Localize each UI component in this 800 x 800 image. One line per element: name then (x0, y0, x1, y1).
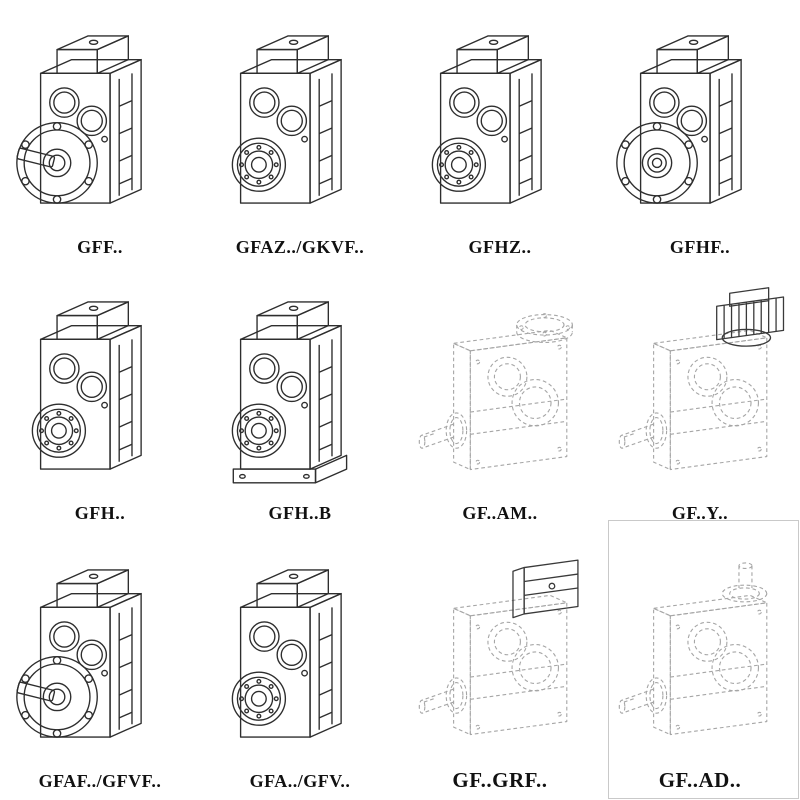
catalog-cell: GF..Y.. (600, 266, 800, 532)
catalog-cell: GFHF.. (600, 0, 800, 266)
gearbox-foot-mounted-drawing (208, 290, 392, 502)
catalog-cell: GF..AD.. (600, 532, 800, 800)
model-label: GFF.. (77, 237, 123, 258)
phantom-gearbox-with-motor-drawing (601, 284, 799, 502)
catalog-cell: GFHZ.. (400, 0, 600, 266)
model-label: GFHZ.. (468, 237, 532, 258)
phantom-gearbox-adapter-drawing (401, 549, 599, 767)
model-label: GF..Y.. (671, 503, 729, 524)
phantom-gearbox-input-adapter-drawing (601, 549, 799, 767)
catalog-cell: GFH..B (200, 266, 400, 532)
model-label: GFH.. (74, 503, 126, 524)
catalog-cell: GF..AM.. (400, 266, 600, 532)
catalog-cell: GFH.. (0, 266, 200, 532)
gearbox-flange-shaft-drawing (8, 24, 192, 236)
model-label: GFAZ../GKVF.. (235, 237, 365, 258)
model-label: GFAF../GFVF.. (38, 771, 162, 792)
gearbox-hollow-shaft-drawing (408, 24, 592, 236)
model-label: GFH..B (268, 503, 332, 524)
gearbox-hollow-shaft-drawing (208, 24, 392, 236)
gearbox-hollow-shaft-drawing (208, 558, 392, 770)
gearbox-hollow-shaft-drawing (8, 290, 192, 502)
model-label: GFHF.. (669, 237, 731, 258)
catalog-cell: GF..GRF.. (400, 532, 600, 800)
catalog-cell: GFAF../GFVF.. (0, 532, 200, 800)
gearbox-flange-shaft-drawing (8, 558, 192, 770)
gearbox-flange-hollow-drawing (608, 24, 792, 236)
model-label: GFA../GFV.. (249, 771, 351, 792)
model-label: GF..GRF.. (452, 767, 548, 792)
catalog-cell: GFF.. (0, 0, 200, 266)
model-label: GF..AM.. (462, 503, 538, 524)
catalog-cell: GFA../GFV.. (200, 532, 400, 800)
phantom-gearbox-iec-flange-drawing (401, 284, 599, 502)
catalog-cell: GFAZ../GKVF.. (200, 0, 400, 266)
model-label: GF..AD.. (658, 767, 742, 792)
